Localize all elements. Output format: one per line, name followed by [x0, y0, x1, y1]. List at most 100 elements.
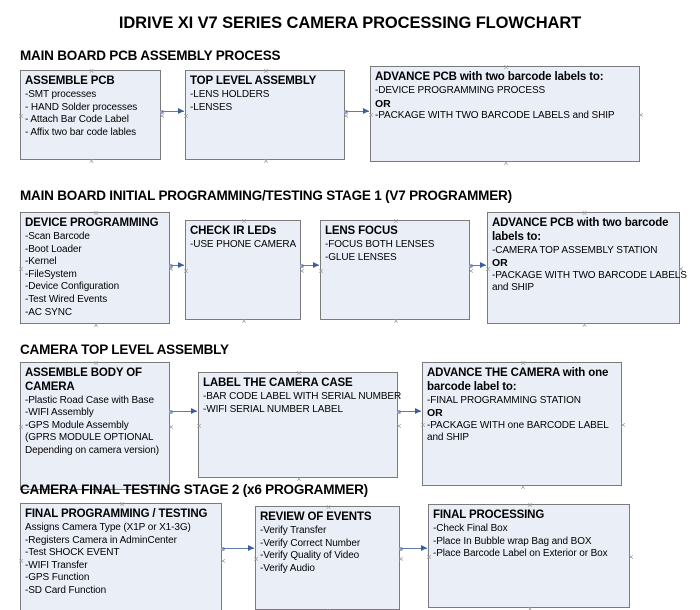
- node-line: -Test Wired Events: [25, 293, 108, 305]
- node-line: -FINAL PROGRAMMING STATION: [427, 394, 581, 406]
- resize-handle[interactable]: [183, 268, 190, 275]
- resize-handle[interactable]: [638, 112, 645, 119]
- node-title: ADVANCE PCB with two barcode labels to:: [375, 71, 604, 83]
- resize-handle[interactable]: [393, 318, 400, 325]
- flowchart-node[interactable]: CHECK IR LEDs-USE PHONE CAMERA: [185, 220, 301, 320]
- resize-handle[interactable]: [296, 370, 303, 377]
- node-body: ADVANCE PCB with two barcode labels to:-…: [488, 213, 687, 298]
- resize-handle[interactable]: [88, 68, 95, 75]
- resize-handle[interactable]: [485, 266, 492, 273]
- resize-handle[interactable]: [468, 268, 475, 275]
- node-line: OR: [492, 257, 508, 270]
- resize-handle[interactable]: [325, 504, 332, 511]
- resize-handle[interactable]: [503, 64, 510, 71]
- resize-handle[interactable]: [220, 558, 227, 565]
- node-line: -Verify Quality of Video: [260, 550, 360, 562]
- resize-handle[interactable]: [159, 113, 166, 120]
- resize-handle[interactable]: [18, 266, 25, 273]
- resize-handle[interactable]: [93, 360, 100, 367]
- node-line: -WIFI SERIAL NUMBER LABEL: [203, 403, 343, 415]
- flowchart-node[interactable]: TOP LEVEL ASSEMBLY-LENS HOLDERS-LENSES: [185, 70, 345, 160]
- resize-handle[interactable]: [93, 322, 100, 329]
- arrow-head-icon: [191, 408, 197, 414]
- resize-handle[interactable]: [168, 424, 175, 431]
- resize-handle[interactable]: [620, 422, 627, 429]
- resize-handle[interactable]: [527, 502, 534, 509]
- node-body: LABEL THE CAMERA CASE-BAR CODE LABEL WIT…: [199, 373, 401, 419]
- flow-arrow[interactable]: [169, 407, 197, 416]
- node-title: ADVANCE THE CAMERA with one barcode labe…: [427, 367, 609, 393]
- flowchart-node[interactable]: ADVANCE PCB with two barcode labels to:-…: [485, 210, 687, 324]
- resize-handle[interactable]: [299, 268, 306, 275]
- resize-handle[interactable]: [396, 423, 403, 430]
- resize-handle[interactable]: [678, 266, 685, 273]
- flowchart-node[interactable]: ASSEMBLE BODY OF CAMERA-Plastic Road Cas…: [20, 362, 170, 490]
- flowchart-node[interactable]: ASSEMBLE PCB-SMT processes- HAND Solder …: [20, 70, 161, 160]
- resize-handle[interactable]: [18, 424, 25, 431]
- resize-handle[interactable]: [581, 322, 588, 329]
- flowchart-node[interactable]: ADVANCE THE CAMERA with one barcode labe…: [422, 362, 622, 486]
- resize-handle[interactable]: [18, 113, 25, 120]
- flowchart-node[interactable]: LENS FOCUS-FOCUS BOTH LENSES-GLUE LENSES: [320, 220, 470, 320]
- node-line: and SHIP: [492, 282, 535, 294]
- flowchart-node[interactable]: ADVANCE PCB with two barcode labels to:-…: [370, 66, 640, 162]
- resize-handle[interactable]: [253, 556, 260, 563]
- node-body: DEVICE PROGRAMMING-Scan Barcode-Boot Loa…: [21, 213, 169, 322]
- flowchart-node[interactable]: FINAL PROCESSING -Check Final Box-Place …: [428, 504, 630, 608]
- node-line: -Device Configuration: [25, 281, 120, 293]
- flowchart-node[interactable]: DEVICE PROGRAMMING-Scan Barcode-Boot Loa…: [20, 212, 170, 324]
- resize-handle[interactable]: [241, 218, 248, 225]
- node-line: -Check Final Box: [433, 523, 508, 534]
- resize-handle[interactable]: [263, 158, 270, 165]
- resize-handle[interactable]: [93, 210, 100, 217]
- node-title: REVIEW OF EVENTS: [260, 511, 372, 523]
- resize-handle[interactable]: [368, 112, 375, 119]
- node-line: -GPS Module Assembly: [25, 419, 129, 431]
- resize-handle[interactable]: [88, 158, 95, 165]
- arrow-head-icon: [248, 545, 254, 551]
- resize-handle[interactable]: [318, 268, 325, 275]
- node-body: FINAL PROCESSING -Check Final Box-Place …: [429, 505, 629, 564]
- resize-handle[interactable]: [503, 160, 510, 167]
- flow-arrow[interactable]: [221, 544, 254, 553]
- node-line: -PACKAGE WITH one BARCODE LABEL: [427, 419, 609, 431]
- resize-handle[interactable]: [581, 210, 588, 217]
- resize-handle[interactable]: [398, 556, 405, 563]
- node-line: -LENS HOLDERS: [190, 89, 270, 100]
- flowchart-node[interactable]: LABEL THE CAMERA CASE-BAR CODE LABEL WIT…: [196, 370, 401, 478]
- node-line: -FileSystem: [25, 268, 77, 280]
- node-line: - Affix two bar code lables: [25, 126, 137, 138]
- node-line: -Test SHOCK EVENT: [25, 547, 120, 559]
- resize-handle[interactable]: [263, 68, 270, 75]
- resize-handle[interactable]: [420, 422, 427, 429]
- node-body: ASSEMBLE BODY OF CAMERA-Plastic Road Cas…: [21, 363, 169, 460]
- node-line: -Scan Barcode: [25, 231, 90, 242]
- resize-handle[interactable]: [183, 113, 190, 120]
- node-body: ADVANCE THE CAMERA with one barcode labe…: [423, 363, 621, 448]
- node-line: -GLUE LENSES: [325, 251, 397, 263]
- resize-handle[interactable]: [119, 501, 126, 508]
- resize-handle[interactable]: [393, 218, 400, 225]
- resize-handle[interactable]: [18, 558, 25, 565]
- flowchart-node[interactable]: REVIEW OF EVENTS-Verify Transfer-Verify …: [255, 506, 400, 610]
- resize-handle[interactable]: [241, 318, 248, 325]
- page-title: IDRIVE XI V7 SERIES CAMERA PROCESSING FL…: [118, 14, 582, 32]
- node-line: Assigns Camera Type (X1P or X1-3G): [25, 522, 191, 533]
- node-line: -WIFI Assembly: [25, 407, 94, 419]
- resize-handle[interactable]: [343, 113, 350, 120]
- flow-arrow[interactable]: [399, 544, 427, 553]
- resize-handle[interactable]: [527, 606, 534, 610]
- section-heading: CAMERA TOP LEVEL ASSEMBLY: [20, 342, 229, 357]
- section-heading: MAIN BOARD PCB ASSEMBLY PROCESS: [20, 48, 281, 63]
- resize-handle[interactable]: [520, 360, 527, 367]
- node-title: FINAL PROGRAMMING / TESTING: [25, 508, 208, 520]
- flow-arrow[interactable]: [397, 407, 421, 416]
- resize-handle[interactable]: [426, 554, 433, 561]
- resize-handle[interactable]: [196, 423, 203, 430]
- resize-handle[interactable]: [168, 266, 175, 273]
- node-line: - Attach Bar Code Label: [25, 114, 129, 126]
- node-line: -Registers Camera in AdminCenter: [25, 534, 177, 546]
- flowchart-node[interactable]: FINAL PROGRAMMING / TESTING Assigns Camer…: [20, 503, 222, 610]
- resize-handle[interactable]: [628, 554, 635, 561]
- resize-handle[interactable]: [520, 484, 527, 491]
